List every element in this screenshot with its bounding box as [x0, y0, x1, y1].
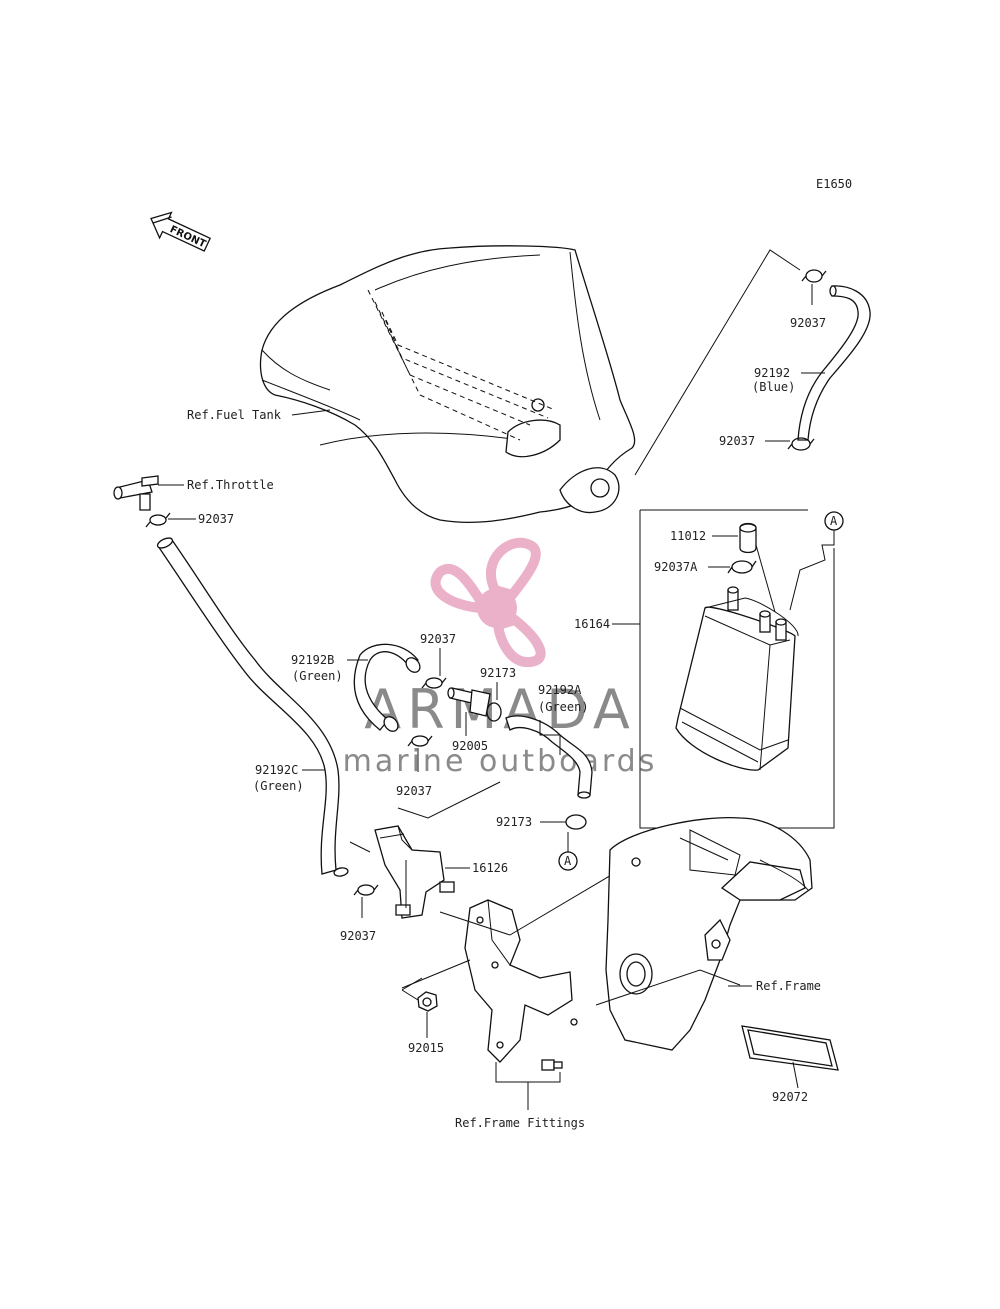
label-92037-throttle: 92037 [198, 512, 234, 526]
label-92192A: 92192A [538, 683, 582, 697]
label-92037-valve-top: 92037 [420, 632, 456, 646]
fuel-tank [259, 245, 636, 523]
label-92192A-color: (Green) [538, 700, 589, 714]
clip-92173-bot [565, 814, 587, 830]
clip-92037-bottom [353, 884, 379, 896]
svg-text:A: A [564, 854, 572, 868]
label-92192B: 92192B [291, 653, 334, 667]
gasket-92072 [741, 1025, 839, 1071]
throttle-tee-fitting [113, 475, 159, 511]
frame [605, 816, 813, 1051]
cap-11012 [739, 522, 757, 554]
diagram-code: E1650 [816, 177, 852, 191]
hose-92192-blue [797, 285, 871, 441]
svg-text:A: A [830, 514, 838, 528]
clip-92037-valve-top [421, 677, 447, 689]
solenoid-valve-16126 [374, 825, 455, 919]
clip-92037-top [801, 269, 827, 283]
label-ref-throttle: Ref.Throttle [187, 478, 274, 492]
label-92037-valve-bot: 92037 [396, 784, 432, 798]
marker-a-top: A [824, 511, 844, 531]
label-92072: 92072 [772, 1090, 808, 1104]
label-ref-fuel-tank: Ref.Fuel Tank [187, 408, 282, 422]
label-92173-bot: 92173 [496, 815, 532, 829]
label-92015: 92015 [408, 1041, 444, 1055]
hose-92192C [157, 539, 340, 875]
label-16126: 16126 [472, 861, 508, 875]
canister-nipple-left [727, 586, 739, 611]
marker-a-bot: A [558, 851, 578, 871]
label-11012: 11012 [670, 529, 706, 543]
label-ref-frame: Ref.Frame [756, 979, 821, 993]
label-92037-bottom: 92037 [340, 929, 376, 943]
mounting-bracket [464, 899, 578, 1063]
canister-16164 [675, 597, 799, 771]
label-92192-color: (Blue) [752, 380, 795, 394]
watermark-tagline: marine outboards [343, 744, 658, 779]
label-92005: 92005 [452, 739, 488, 753]
label-92192: 92192 [754, 366, 790, 380]
label-92192C: 92192C [255, 763, 298, 777]
label-ref-frame-fittings: Ref.Frame Fittings [455, 1116, 585, 1130]
leader-fuel-tank [291, 409, 331, 416]
label-92037-mid: 92037 [719, 434, 755, 448]
label-16164: 16164 [574, 617, 610, 631]
label-92173-top: 92173 [480, 666, 516, 680]
hose-92192B [353, 643, 419, 731]
label-92037-top: 92037 [790, 316, 826, 330]
armada-logo-icon [430, 537, 546, 667]
label-92192B-color: (Green) [292, 669, 343, 683]
front-arrow-icon: FRONT [150, 211, 212, 252]
watermark-name: ARMADA [364, 678, 636, 741]
clip-92173-top [486, 702, 502, 722]
label-92037A: 92037A [654, 560, 698, 574]
bolt [541, 1059, 563, 1071]
clip-92037A [727, 560, 757, 574]
joint-92005 [447, 687, 491, 717]
label-92192C-color: (Green) [253, 779, 304, 793]
nut-92015 [417, 991, 438, 1012]
clip-92037-mid [787, 437, 815, 451]
clip-92037-throttle [145, 512, 171, 528]
clip-92037-valve-bot [407, 735, 433, 747]
